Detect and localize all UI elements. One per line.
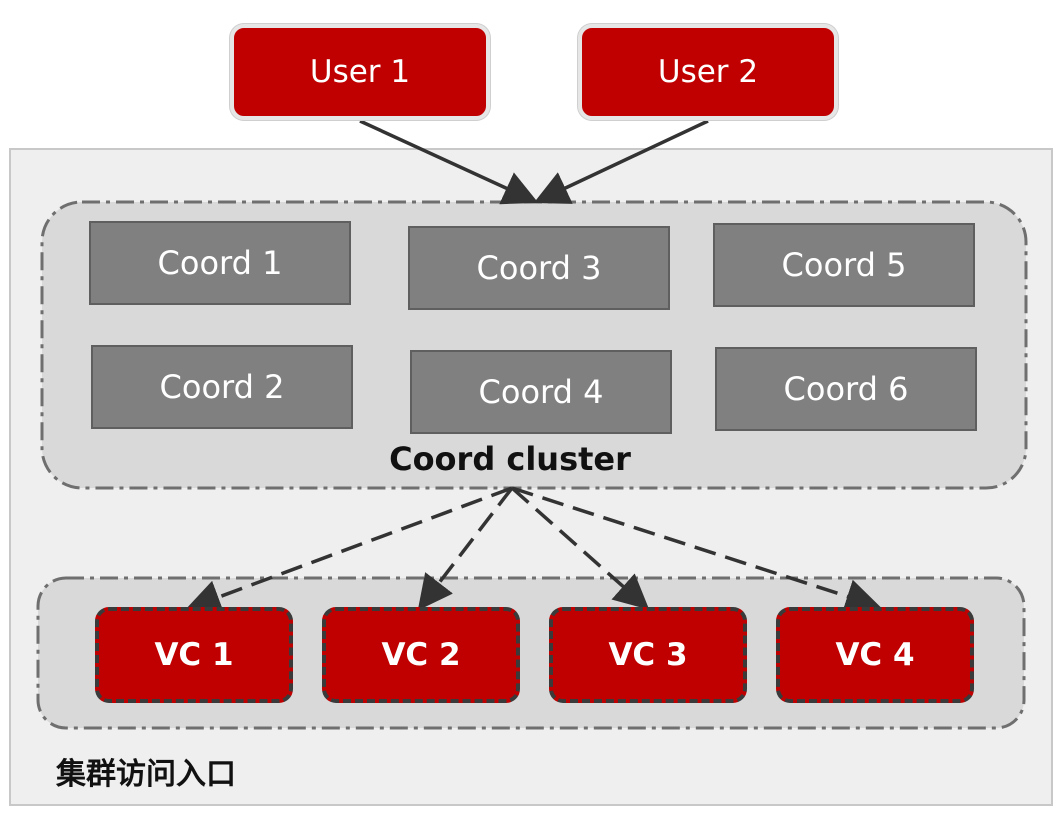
- coord-3-node: Coord 3: [408, 226, 670, 310]
- coord-cluster-label: Coord cluster: [389, 440, 631, 478]
- coord-2-label: Coord 2: [159, 368, 285, 406]
- vc-3-label: VC 3: [608, 637, 688, 673]
- vc-4-node: VC 4: [776, 607, 974, 703]
- coord-5-node: Coord 5: [713, 223, 975, 307]
- user-1-label: User 1: [309, 54, 411, 90]
- arrow-cluster-to-vc1: [185, 486, 513, 614]
- coord-1-node: Coord 1: [89, 221, 351, 305]
- coord-6-node: Coord 6: [715, 347, 977, 431]
- cluster-access-entry-label: 集群访问入口: [56, 757, 236, 792]
- coord-1-label: Coord 1: [157, 244, 283, 282]
- coord-2-node: Coord 2: [91, 345, 353, 429]
- vc-4-label: VC 4: [835, 637, 915, 673]
- arrow-user2-to-cluster: [533, 119, 709, 204]
- vc-3-node: VC 3: [549, 607, 747, 703]
- vc-1-node: VC 1: [95, 607, 293, 703]
- arrow-cluster-to-vc3: [510, 486, 650, 610]
- vc-2-node: VC 2: [322, 607, 520, 703]
- coord-3-label: Coord 3: [476, 249, 602, 287]
- arrow-cluster-to-vc2: [417, 486, 514, 611]
- coord-5-label: Coord 5: [781, 246, 907, 284]
- arrow-user1-to-cluster: [359, 119, 539, 205]
- vc-1-label: VC 1: [154, 637, 234, 673]
- coord-4-label: Coord 4: [478, 373, 604, 411]
- coord-4-node: Coord 4: [410, 350, 672, 434]
- user-2-node: User 2: [578, 24, 838, 120]
- user-2-label: User 2: [657, 54, 759, 90]
- vc-2-label: VC 2: [381, 637, 461, 673]
- coord-6-label: Coord 6: [783, 370, 909, 408]
- user-1-node: User 1: [230, 24, 490, 120]
